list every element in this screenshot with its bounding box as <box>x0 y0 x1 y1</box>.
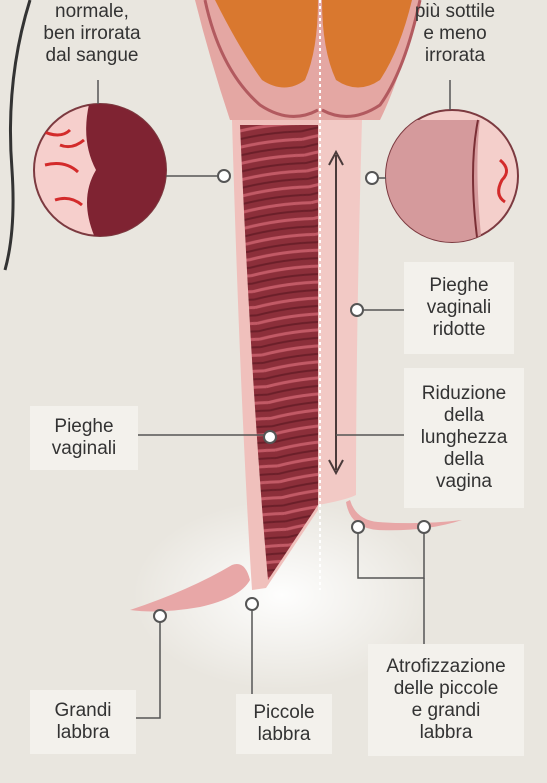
label-line: ben irrorata <box>22 23 162 45</box>
label-line: più sottile <box>396 1 514 23</box>
label-normal-tissue: normale, ben irrorata dal sangue <box>22 0 162 76</box>
label-riduzione-lunghezza: Riduzione della lunghezza della vagina <box>404 368 524 508</box>
label-line: Piccole <box>236 702 332 724</box>
label-atrofizzazione: Atrofizzazione delle piccole e grandi la… <box>368 644 524 756</box>
label-line: Riduzione <box>404 383 524 405</box>
label-line: Pieghe <box>404 275 514 297</box>
label-line: vaginali <box>404 297 514 319</box>
uterus-cervix <box>195 0 420 120</box>
label-line: labbra <box>368 722 524 744</box>
magnifier-healthy-tissue <box>34 100 170 240</box>
label-line: e meno <box>396 23 514 45</box>
label-line: irrorata <box>396 45 514 67</box>
label-line: della <box>404 405 524 427</box>
label-pieghe-ridotte: Pieghe vaginali ridotte <box>404 262 514 354</box>
label-line: Atrofizzazione <box>368 656 524 678</box>
label-line: lunghezza <box>404 427 524 449</box>
label-line: dal sangue <box>22 45 162 67</box>
label-line: Grandi <box>30 700 136 722</box>
magnifier-thin-tissue <box>386 110 518 245</box>
label-piccole-labbra: Piccole labbra <box>236 694 332 754</box>
label-line: labbra <box>236 724 332 746</box>
label-line: vagina <box>404 471 524 493</box>
label-thin-tissue: più sottile e meno irrorata <box>396 0 514 76</box>
label-line: ridotte <box>404 319 514 341</box>
label-line: Pieghe <box>30 416 138 438</box>
label-line: delle piccole <box>368 678 524 700</box>
label-pieghe-vaginali: Pieghe vaginali <box>30 406 138 470</box>
label-line: normale, <box>22 1 162 23</box>
label-line: vaginali <box>30 438 138 460</box>
label-grandi-labbra: Grandi labbra <box>30 690 136 754</box>
label-line: labbra <box>30 722 136 744</box>
label-line: e grandi <box>368 700 524 722</box>
label-line: della <box>404 449 524 471</box>
